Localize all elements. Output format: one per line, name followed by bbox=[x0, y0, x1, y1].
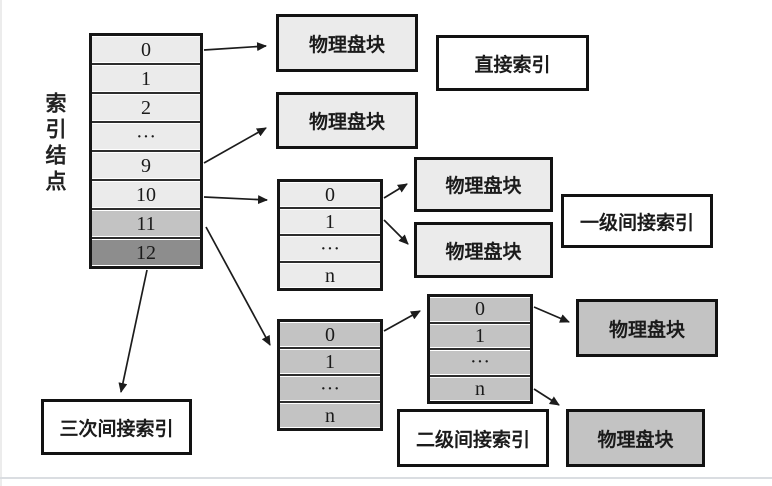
arrow-row11-to-double-l1-table bbox=[205, 226, 271, 346]
inode-row-1: 1 bbox=[92, 63, 200, 92]
double-l2-row-n: n bbox=[430, 374, 530, 401]
inode-row-11: 11 bbox=[92, 208, 200, 237]
label-direct-index: 直接索引 bbox=[436, 35, 589, 91]
page-edge-left bbox=[0, 0, 2, 486]
double-indirect-l2-table: 0 1 ··· n bbox=[427, 294, 533, 404]
physical-block-double-1: 物理盘块 bbox=[576, 299, 718, 357]
label-single-indirect-index: 一级间接索引 bbox=[561, 194, 713, 248]
physical-block-single-1: 物理盘块 bbox=[414, 157, 553, 212]
label-triple-indirect-index: 三次间接索引 bbox=[41, 399, 192, 455]
double-indirect-l1-table: 0 1 ··· n bbox=[277, 319, 383, 431]
arrow-single-row0-to-block bbox=[383, 183, 408, 199]
label-double-indirect-index: 二级间接索引 bbox=[397, 409, 549, 467]
double-l2-row-0: 0 bbox=[430, 297, 530, 322]
arrow-double-l1-to-l2-table bbox=[383, 310, 421, 332]
inode-row-2: 2 bbox=[92, 92, 200, 121]
single-indirect-row-0: 0 bbox=[280, 182, 380, 207]
double-l1-row-n: n bbox=[280, 401, 380, 428]
page-edge-bottom bbox=[0, 477, 772, 479]
inode-row-ellipsis: ··· bbox=[92, 121, 200, 150]
arrow-row0-to-block1 bbox=[203, 42, 267, 52]
double-l1-row-1: 1 bbox=[280, 347, 380, 374]
physical-block-direct-2: 物理盘块 bbox=[276, 92, 418, 149]
arrow-row9-to-block2 bbox=[203, 127, 267, 164]
physical-block-single-2: 物理盘块 bbox=[414, 222, 553, 278]
double-l2-row-1: 1 bbox=[430, 321, 530, 348]
arrow-single-row1-to-block bbox=[383, 219, 409, 245]
arrow-double-l2-row0-to-block bbox=[533, 306, 570, 323]
single-indirect-row-1: 1 bbox=[280, 207, 380, 234]
arrow-row12-to-triple-label bbox=[118, 269, 148, 393]
inode-row-0: 0 bbox=[92, 36, 200, 63]
arrow-row10-to-single-table bbox=[203, 195, 268, 205]
physical-block-direct-1: 物理盘块 bbox=[276, 14, 418, 72]
inode-side-label: 索引结点 bbox=[43, 92, 67, 196]
double-l1-row-0: 0 bbox=[280, 322, 380, 347]
single-indirect-row-ellipsis: ··· bbox=[280, 234, 380, 261]
single-indirect-table: 0 1 ··· n bbox=[277, 179, 383, 291]
physical-block-double-2: 物理盘块 bbox=[566, 409, 705, 467]
inode-row-9: 9 bbox=[92, 150, 200, 179]
inode-row-10: 10 bbox=[92, 179, 200, 208]
double-l2-row-ellipsis: ··· bbox=[430, 348, 530, 375]
arrow-double-l2-rown-to-block bbox=[533, 388, 560, 406]
inode-table: 0 1 2 ··· 9 10 11 12 bbox=[89, 33, 203, 269]
double-l1-row-ellipsis: ··· bbox=[280, 374, 380, 401]
single-indirect-row-n: n bbox=[280, 261, 380, 288]
inode-row-12: 12 bbox=[92, 237, 200, 266]
